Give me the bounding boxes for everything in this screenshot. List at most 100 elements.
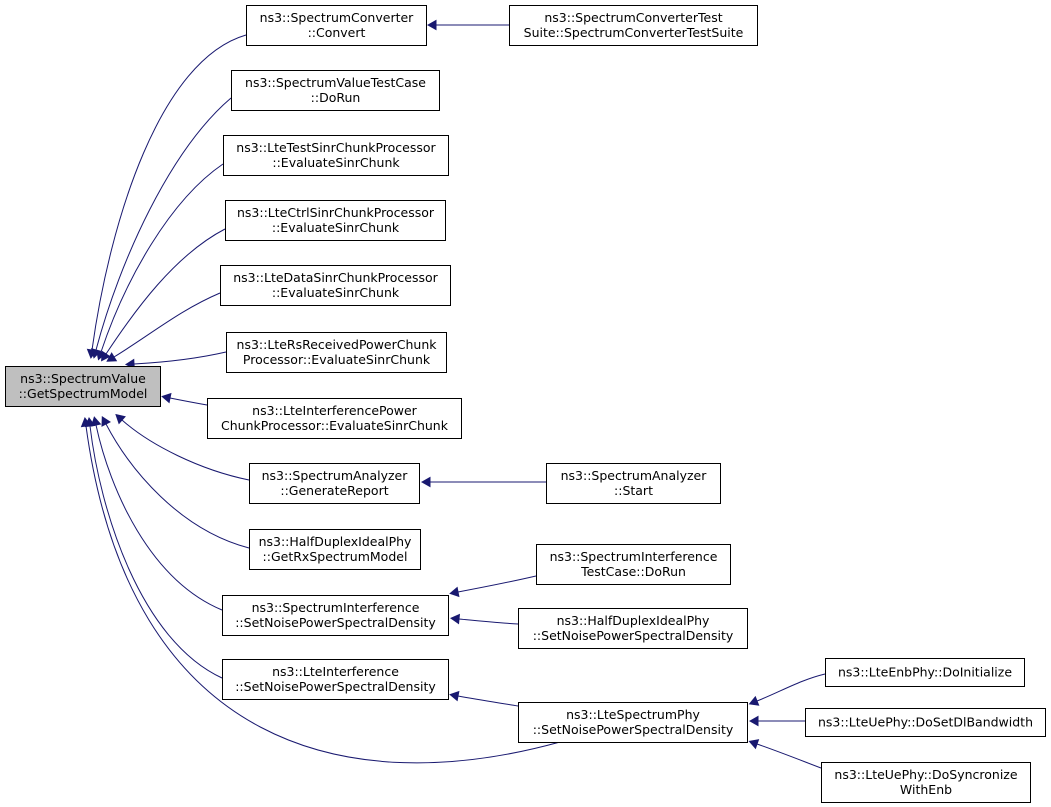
arrowhead-icon: [449, 586, 460, 598]
edge-line: [457, 575, 537, 593]
edge-line: [756, 743, 822, 769]
edge-lteintpow-to-root: [161, 392, 208, 406]
node-label: ns3::LteUePhy::DoSyncronize: [834, 767, 1017, 782]
node-box: [222, 595, 449, 636]
edges-layer: [80, 19, 826, 769]
node-box: [518, 702, 748, 743]
nodes-layer: ns3::SpectrumValue::GetSpectrumModelns3:…: [5, 5, 1046, 803]
node-label: ns3::SpectrumAnalyzer: [262, 468, 409, 483]
node-halfduplex[interactable]: ns3::HalfDuplexIdealPhy::GetRxSpectrumMo…: [249, 529, 421, 570]
node-label: ns3::SpectrumAnalyzer: [561, 468, 708, 483]
node-analyzer[interactable]: ns3::SpectrumAnalyzer::GenerateReport: [249, 463, 420, 504]
node-halfduplexnoise[interactable]: ns3::HalfDuplexIdealPhy::SetNoisePowerSp…: [518, 608, 748, 649]
node-label: ::EvaluateSinrChunk: [272, 155, 400, 170]
edge-uedl-to-ltespecphy: [748, 715, 805, 727]
edge-line: [121, 419, 250, 481]
node-label: ::SetNoisePowerSpectralDensity: [533, 628, 734, 643]
node-label: ::SetNoisePowerSpectralDensity: [235, 679, 436, 694]
edge-ltetest-to-root: [96, 163, 224, 361]
edge-enbinit-to-ltespecphy: [748, 673, 826, 706]
node-label: Processor::EvaluateSinrChunk: [243, 352, 431, 367]
node-box: [225, 200, 446, 241]
node-convtest[interactable]: ns3::SpectrumConverterTestSuite::Spectru…: [509, 5, 758, 46]
node-label: ns3::LteUePhy::DoSetDlBandwidth: [818, 715, 1033, 730]
arrowhead-icon: [450, 613, 461, 625]
node-convert[interactable]: ns3::SpectrumConverter::Convert: [246, 5, 427, 46]
node-lteint[interactable]: ns3::LteInterference::SetNoisePowerSpect…: [222, 659, 449, 700]
node-box: [222, 659, 449, 700]
node-ltedata[interactable]: ns3::LteDataSinrChunkProcessor::Evaluate…: [220, 265, 451, 306]
node-label: ::SetNoisePowerSpectralDensity: [533, 722, 734, 737]
edge-analyzerstart-to-analyzer: [420, 476, 546, 488]
arrowhead-icon: [161, 392, 172, 404]
edge-ltespecphy-to-root: [80, 417, 561, 764]
arrowhead-icon: [426, 19, 437, 31]
node-label: ::GenerateReport: [280, 483, 388, 498]
node-label: ::GetSpectrumModel: [19, 386, 148, 401]
edge-specint-to-root: [90, 416, 223, 611]
node-label: ns3::LteTestSinrChunkProcessor: [236, 140, 436, 155]
node-label: ::Start: [614, 483, 653, 498]
node-box: [536, 544, 731, 585]
edge-line: [458, 618, 519, 625]
node-ltectrl[interactable]: ns3::LteCtrlSinrChunkProcessor::Evaluate…: [225, 200, 446, 241]
node-label: ns3::HalfDuplexIdealPhy: [259, 534, 412, 549]
edge-line: [457, 695, 519, 707]
node-analyzerstart[interactable]: ns3::SpectrumAnalyzer::Start: [546, 463, 721, 504]
arrowhead-icon: [106, 352, 118, 362]
node-lters[interactable]: ns3::LteRsReceivedPowerChunkProcessor::E…: [226, 332, 447, 373]
edge-convtest-to-convert: [426, 19, 509, 31]
node-box: [207, 398, 462, 439]
node-label: Suite::SpectrumConverterTestSuite: [524, 25, 744, 40]
arrowhead-icon: [748, 739, 760, 750]
node-label: ::EvaluateSinrChunk: [272, 285, 400, 300]
node-label: ns3::LteCtrlSinrChunkProcessor: [237, 205, 435, 220]
node-label: ChunkProcessor::EvaluateSinrChunk: [221, 418, 449, 433]
arrowhead-icon: [101, 350, 111, 362]
arrowhead-icon: [420, 476, 431, 488]
node-label: ::SetNoisePowerSpectralDensity: [235, 615, 436, 630]
node-box: [825, 658, 1025, 687]
edge-line: [105, 423, 250, 549]
node-box: [220, 265, 451, 306]
arrowhead-icon: [101, 416, 111, 427]
node-label: TestCase::DoRun: [580, 564, 686, 579]
node-label: ::DoRun: [311, 90, 361, 105]
node-enbinit[interactable]: ns3::LteEnbPhy::DoInitialize: [825, 658, 1025, 687]
node-label: WithEnb: [900, 782, 952, 797]
arrowhead-icon: [748, 695, 760, 706]
node-label: ns3::SpectrumInterference: [550, 549, 718, 564]
node-box: [226, 332, 447, 373]
node-uedl[interactable]: ns3::LteUePhy::DoSetDlBandwidth: [805, 708, 1046, 737]
arrowhead-icon: [80, 417, 92, 428]
node-lteintpow[interactable]: ns3::LteInterferencePowerChunkProcessor:…: [207, 398, 462, 439]
node-ltespecphy[interactable]: ns3::LteSpectrumPhy::SetNoisePowerSpectr…: [518, 702, 748, 743]
edge-line: [169, 397, 208, 406]
node-label: ns3::LteInterferencePower: [252, 403, 417, 418]
node-label: ns3::SpectrumConverterTest: [544, 10, 722, 25]
node-box: [805, 708, 1046, 737]
edge-lteint-to-root: [84, 417, 223, 679]
node-box: [249, 529, 421, 570]
edge-ltespecphy-to-lteint: [449, 690, 519, 707]
edge-line: [89, 425, 223, 679]
node-label: ns3::LteDataSinrChunkProcessor: [233, 270, 438, 285]
node-label: ns3::SpectrumValueTestCase: [245, 75, 426, 90]
node-label: ns3::LteRsReceivedPowerChunk: [237, 337, 438, 352]
edge-line: [95, 97, 232, 351]
node-label: ::EvaluateSinrChunk: [272, 220, 400, 235]
node-label: ns3::LteEnbPhy::DoInitialize: [838, 665, 1012, 680]
edge-line: [133, 351, 227, 365]
node-root: ns3::SpectrumValue::GetSpectrumModel: [5, 366, 161, 407]
edge-line: [95, 424, 223, 611]
node-box: [821, 762, 1031, 803]
edge-halfduplex-to-root: [101, 416, 250, 549]
node-label: ns3::SpectrumInterference: [252, 600, 420, 615]
node-ltetest[interactable]: ns3::LteTestSinrChunkProcessor::Evaluate…: [223, 135, 449, 176]
node-valtest[interactable]: ns3::SpectrumValueTestCase::DoRun: [231, 70, 440, 111]
node-specint[interactable]: ns3::SpectrumInterference::SetNoisePower…: [222, 595, 449, 636]
node-label: ns3::HalfDuplexIdealPhy: [557, 613, 710, 628]
